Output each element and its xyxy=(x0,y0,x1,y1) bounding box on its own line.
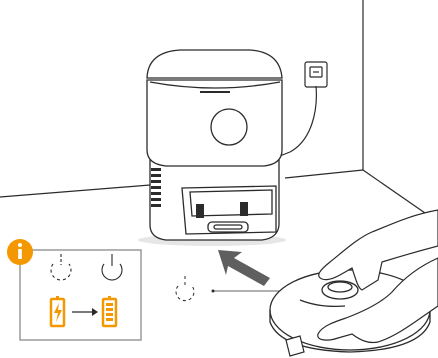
power-icon-blinking xyxy=(50,254,72,281)
station-lid xyxy=(146,49,283,79)
dock-inset xyxy=(189,189,273,217)
upper-hand xyxy=(318,209,438,291)
station-vent xyxy=(151,168,161,207)
thumb xyxy=(285,335,305,357)
station-window xyxy=(210,108,248,146)
lower-hand xyxy=(317,257,438,344)
floor-line-left xyxy=(0,184,151,198)
robot-side xyxy=(269,310,431,353)
robot-seam xyxy=(299,299,346,308)
battery-full-icon xyxy=(101,296,118,328)
info-icon xyxy=(7,239,33,265)
charging-contact-right xyxy=(240,202,248,216)
large-diagonal-arrow-icon xyxy=(218,250,270,286)
status-panel-frame xyxy=(19,249,142,341)
lidar-top xyxy=(327,281,353,293)
charging-contact-left xyxy=(196,204,204,218)
battery-charging-icon xyxy=(49,296,66,328)
suction-port-inner xyxy=(213,224,243,230)
power-icon-steady xyxy=(101,254,123,281)
floor-line-mid xyxy=(284,169,364,179)
right-arrow-icon xyxy=(72,308,98,316)
auto-empty-station xyxy=(138,49,286,246)
hands xyxy=(285,209,438,357)
power-icon-blinking-floor xyxy=(175,276,195,302)
status-panel xyxy=(19,249,142,341)
lid-seam xyxy=(149,81,281,89)
